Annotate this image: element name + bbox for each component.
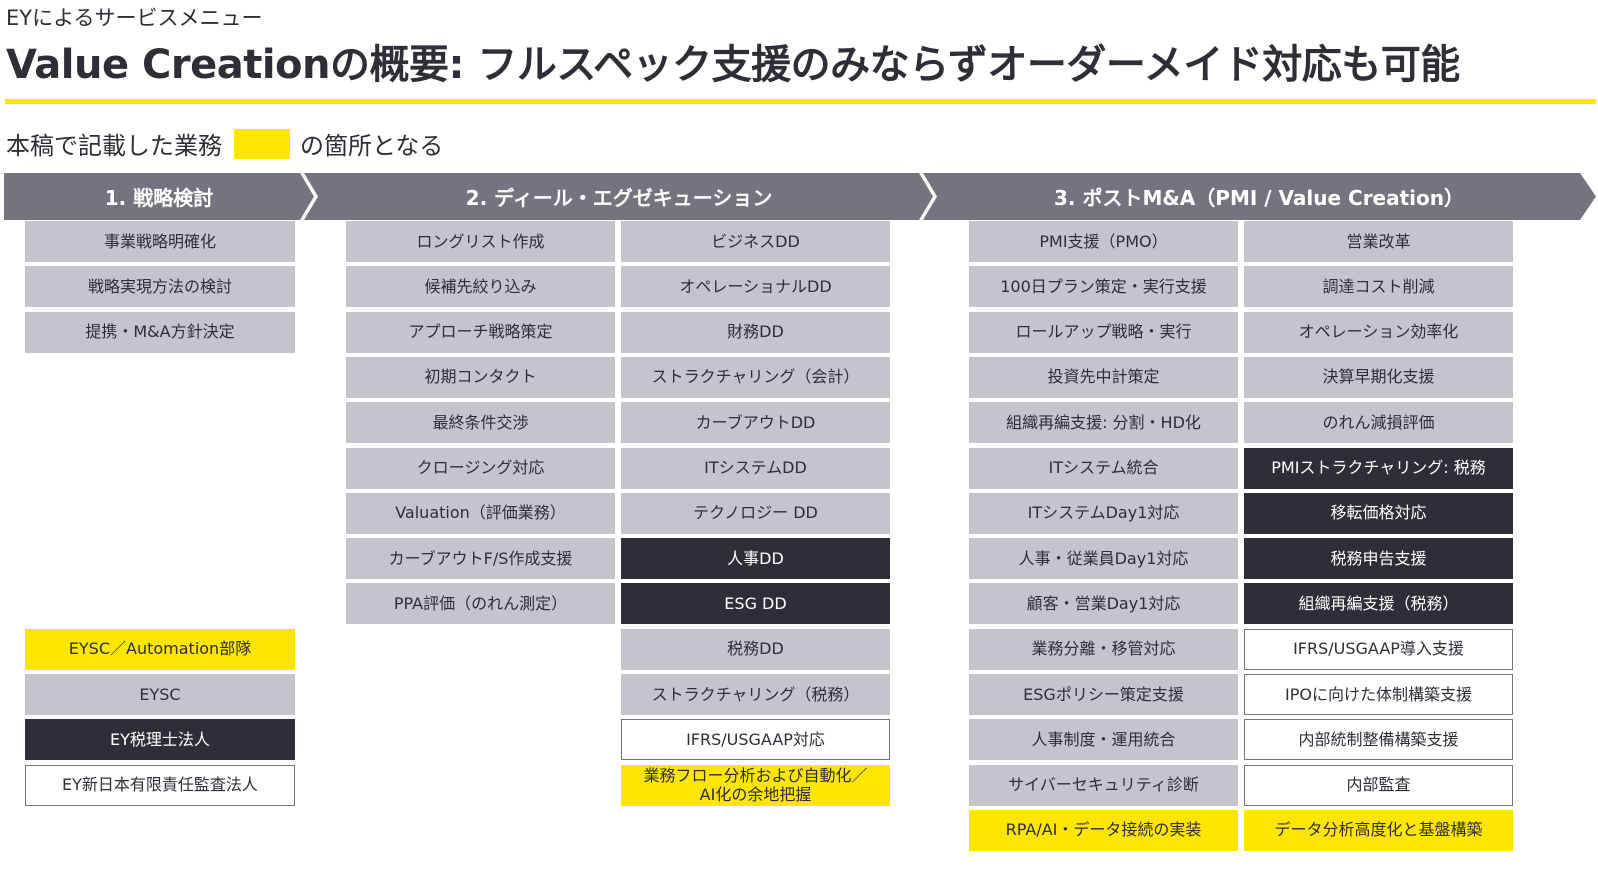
legend-text-before: 本稿で記載した業務 — [6, 132, 222, 160]
pmi-left-item: 投資先中計策定 — [969, 356, 1238, 398]
deal-left-item: 候補先絞り込み — [346, 266, 615, 308]
pmi-left-item: 100日プラン策定・実行支援 — [969, 266, 1238, 308]
deal-right-item: オペレーショナルDD — [621, 266, 890, 308]
deal-right-item: ESG DD — [621, 583, 890, 625]
entity-legend-item: EY新日本有限責任監査法人 — [25, 764, 295, 806]
phase-chevrons — [4, 173, 1596, 220]
pmi-left-item: PMI支援（PMO） — [969, 221, 1238, 262]
pmi-right-item: IPOに向けた体制構築支援 — [1244, 674, 1513, 715]
entity-legend-item: EYSC／Automation部隊 — [25, 628, 295, 670]
pmi-left-item: ロールアップ戦略・実行 — [969, 311, 1238, 353]
entity-legend-item: EY税理士法人 — [25, 719, 295, 761]
pmi-right-item: 決算早期化支援 — [1244, 356, 1513, 398]
title-underline — [5, 99, 1596, 104]
deal-right-item: ストラクチャリング（税務） — [621, 674, 890, 715]
pmi-right-item: 営業改革 — [1244, 221, 1513, 262]
pmi-right-item: 内部統制整備構築支援 — [1244, 719, 1513, 761]
pmi-right-item: 移転価格対応 — [1244, 492, 1513, 534]
deal-left-item: ロングリスト作成 — [346, 221, 615, 262]
pmi-left-item: 顧客・営業Day1対応 — [969, 583, 1238, 625]
pmi-left-item: ITシステムDay1対応 — [969, 492, 1238, 534]
strategy-item: 戦略実現方法の検討 — [25, 266, 295, 308]
pmi-right-item: オペレーション効率化 — [1244, 311, 1513, 353]
phase-chevron-1 — [4, 173, 314, 220]
phase-label-2: 2. ディール・エグゼキューション — [465, 186, 773, 210]
deal-left-item: クロージング対応 — [346, 447, 615, 489]
page-title: Value Creationの概要: フルスペック支援のみならずオーダーメイド対… — [6, 42, 1460, 88]
pmi-left-item: ITシステム統合 — [969, 447, 1238, 489]
pmi-right-item: 税務申告支援 — [1244, 538, 1513, 580]
pmi-left-item: 人事・従業員Day1対応 — [969, 538, 1238, 580]
pmi-left-item: 人事制度・運用統合 — [969, 719, 1238, 761]
phase-chevron-3 — [923, 173, 1596, 220]
phase-chevron-2 — [304, 173, 933, 220]
deal-left-item: 最終条件交渉 — [346, 402, 615, 444]
pmi-right-item: IFRS/USGAAP導入支援 — [1244, 628, 1513, 670]
pmi-right-item: 組織再編支援（税務） — [1244, 583, 1513, 625]
deal-right-item: ITシステムDD — [621, 447, 890, 489]
phase-bar: 1. 戦略検討 2. ディール・エグゼキューション 3. ポストM&A（PMI … — [4, 173, 1596, 220]
pmi-left-item: ESGポリシー策定支援 — [969, 674, 1238, 715]
deal-right-item: IFRS/USGAAP対応 — [621, 719, 890, 761]
pmi-right-item: 内部監査 — [1244, 764, 1513, 806]
deal-left-item: カーブアウトF/S作成支援 — [346, 538, 615, 580]
pmi-left-item: RPA/AI・データ接続の実装 — [969, 809, 1238, 851]
deal-left-item: 初期コンタクト — [346, 356, 615, 398]
phase-label-1: 1. 戦略検討 — [104, 186, 214, 210]
pmi-right-item: のれん減損評価 — [1244, 402, 1513, 444]
strategy-item: 提携・M&A方針決定 — [25, 311, 295, 353]
pmi-left-item: サイバーセキュリティ診断 — [969, 764, 1238, 806]
pmi-right-item: PMIストラクチャリング: 税務 — [1244, 447, 1513, 489]
deal-right-item: 財務DD — [621, 311, 890, 353]
highlight-legend: 本稿で記載した業務 の箇所となる — [6, 126, 443, 161]
deal-right-item: ストラクチャリング（会計） — [621, 356, 890, 398]
deal-left-item: Valuation（評価業務） — [346, 492, 615, 534]
legend-yellow-swatch — [234, 128, 290, 159]
phase-label-3: 3. ポストM&A（PMI / Value Creation） — [1053, 186, 1465, 210]
pmi-left-item: 組織再編支援: 分割・HD化 — [969, 402, 1238, 444]
strategy-item: 事業戦略明確化 — [25, 221, 295, 262]
pmi-left-item: 業務分離・移管対応 — [969, 628, 1238, 670]
deal-right-item: 人事DD — [621, 538, 890, 580]
pmi-right-item: データ分析高度化と基盤構築 — [1244, 809, 1513, 851]
pmi-right-item: 調達コスト削減 — [1244, 266, 1513, 308]
deal-right-item: 業務フロー分析および自動化／ AI化の余地把握 — [621, 764, 890, 806]
deal-left-item: アプローチ戦略策定 — [346, 311, 615, 353]
entity-legend-item: EYSC — [25, 674, 295, 715]
legend-text-after: の箇所となる — [300, 132, 444, 160]
deal-right-item: テクノロジー DD — [621, 492, 890, 534]
deal-right-item: 税務DD — [621, 628, 890, 670]
deal-left-item: PPA評価（のれん測定） — [346, 583, 615, 625]
deal-right-item: ビジネスDD — [621, 221, 890, 262]
deal-right-item: カーブアウトDD — [621, 402, 890, 444]
eyebrow-label: EYによるサービスメニュー — [6, 6, 263, 30]
